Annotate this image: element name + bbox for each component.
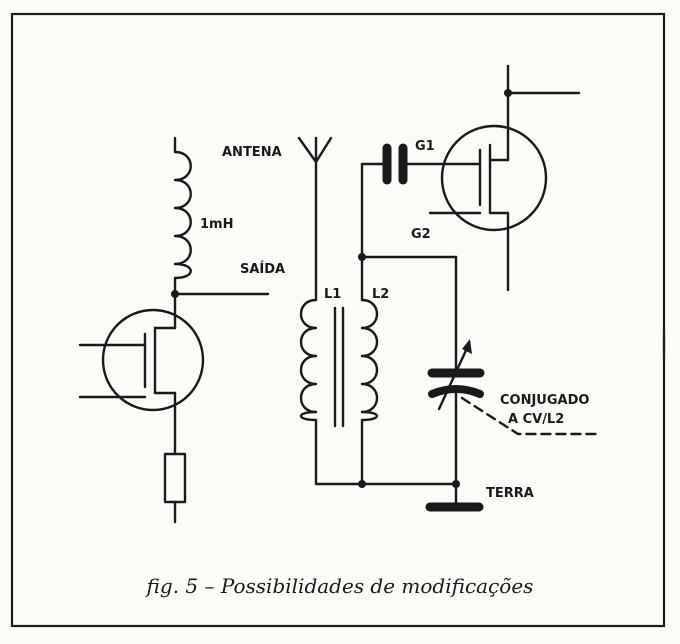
variable-capacitor-plate-bottom	[428, 385, 484, 398]
choke-inductor	[173, 150, 192, 280]
right-stage	[409, 64, 581, 292]
label-l1: L1	[324, 287, 341, 302]
label-terra: TERRA	[486, 486, 534, 501]
variable-capacitor-arrow	[437, 344, 470, 411]
label-antena: ANTENA	[222, 145, 282, 160]
label-g1: G1	[415, 139, 435, 154]
label-conjugado-cv: A CV/L2	[508, 412, 564, 427]
tank-bottom-junction-dot-l2	[358, 480, 366, 488]
figure-caption: fig. 5 – Possibilidades de modificações	[145, 574, 534, 598]
label-l2: L2	[372, 287, 389, 302]
ganged-dashed-line	[460, 396, 600, 436]
figure-frame	[10, 12, 666, 628]
label-conjugado: CONJUGADO	[500, 393, 589, 408]
variable-capacitor-arrowhead	[462, 339, 472, 354]
label-saida: SAÍDA	[240, 261, 285, 277]
label-g2: G2	[411, 227, 431, 242]
right-mosfet-circle	[440, 124, 548, 232]
tank-bottom-junction-dot-cv	[452, 480, 460, 488]
l1-coil	[299, 298, 318, 422]
source-resistor	[163, 452, 187, 504]
l2-coil	[360, 298, 379, 422]
left-stage	[78, 136, 270, 524]
label-inductor-value: 1mH	[200, 217, 233, 232]
left-mosfet-circle	[101, 308, 205, 412]
tank-circuit	[297, 136, 600, 512]
